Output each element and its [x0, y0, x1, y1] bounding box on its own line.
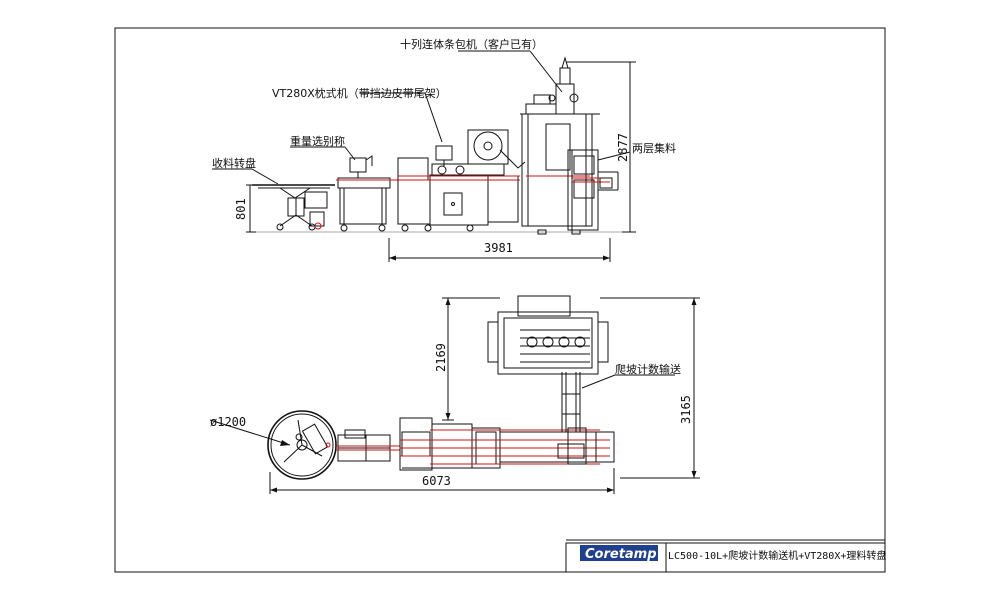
dim-width-right: 3165	[679, 395, 693, 424]
label-packer: 十列连体条包机（客户已有）	[400, 37, 543, 51]
label-pillow-machine: VT280X枕式机（带挡边皮带尾架）	[272, 86, 447, 100]
dim-height-left: 801	[234, 198, 248, 220]
collect-turntable-side	[252, 184, 335, 231]
weigher-plan	[336, 429, 400, 462]
brand-logo-box	[580, 545, 658, 561]
drawing-frame	[114, 27, 886, 573]
climb-conveyor-plan	[557, 372, 585, 459]
dim-diameter: ø1200	[210, 415, 246, 429]
turntable-plan	[267, 410, 337, 480]
title-block: Coretamp LC500-10L+爬坡计数输送机+VT280X+理料转盘	[565, 539, 886, 573]
elevation-view: 十列连体条包机（客户已有） VT280X枕式机（带挡边皮带尾架） 重量选别称 收…	[212, 37, 676, 262]
dim-depth: 2169	[434, 343, 448, 372]
packer-plan	[487, 295, 609, 375]
label-collect-tray: 收料转盘	[212, 156, 256, 170]
brand-logo: Coretamp	[585, 547, 657, 562]
plan-view: ø1200 爬坡计数输送 2169 3165 6073	[209, 295, 700, 494]
pillow-machine-plan	[399, 417, 610, 471]
label-two-layer: 两层集料	[632, 141, 676, 155]
pillow-machine-side	[397, 129, 526, 232]
dim-length-bottom: 6073	[422, 474, 451, 488]
label-weigher: 重量选别称	[290, 134, 345, 148]
two-layer-collector-side	[567, 149, 619, 231]
packer-side	[520, 56, 600, 235]
label-climb-conveyor: 爬坡计数输送	[615, 362, 681, 376]
dim-length-top: 3981	[484, 241, 513, 255]
dim-height-right: 2877	[616, 133, 630, 162]
conveyor-plan	[500, 427, 615, 465]
drawing-title: LC500-10L+爬坡计数输送机+VT280X+理料转盘	[668, 549, 886, 562]
check-weigher-side	[336, 155, 398, 232]
